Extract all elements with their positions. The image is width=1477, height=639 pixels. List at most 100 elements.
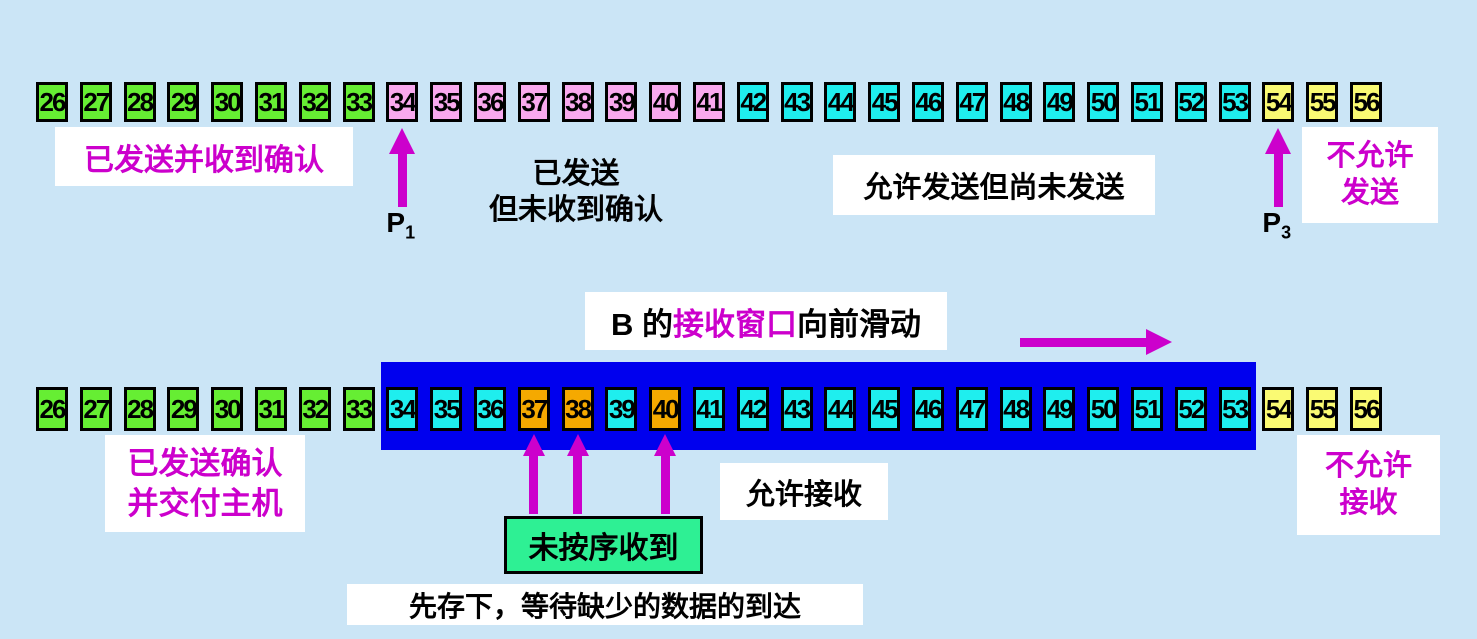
seq-box-35: 35 [430,387,463,431]
label-sent-and-acked-text: 已发送并收到确认 [84,143,324,177]
seq-box-27: 27 [79,387,112,431]
seq-box-27: 27 [79,82,112,122]
seq-box-34: 34 [386,387,419,431]
seq-box-32: 32 [298,82,331,122]
seq-box-32: 32 [298,387,331,431]
caption-highlight: 接收窗口 [673,306,797,342]
pointer-p1-arrow-icon [389,128,416,207]
label-sent-unacked-line2: 但未收到确认 [488,194,663,226]
label-window-slides-forward: B 的接收窗口向前滑动 [585,292,947,350]
label-sent-and-acked: 已发送并收到确认 [55,127,353,186]
seq-box-46: 46 [912,387,944,431]
label-usable-window: 允许发送但尚未发送 [833,155,1155,215]
seq-box-50: 50 [1087,82,1120,122]
seq-box-44: 44 [824,82,857,122]
seq-box-41: 41 [693,387,725,431]
seq-box-28: 28 [123,387,156,431]
seq-box-45: 45 [868,82,901,122]
arrow-stem [1273,154,1283,207]
seq-box-35: 35 [430,82,463,122]
seq-box-38: 38 [561,387,594,431]
out-of-order-arrow-icon-38 [566,434,589,514]
caption-suffix: 向前滑动 [797,306,921,342]
label-sent-unacked: 已发送 但未收到确认 [480,156,672,228]
arrow-head [1265,128,1292,154]
seq-box-36: 36 [474,82,506,122]
out-of-order-arrow-icon-37 [522,434,545,514]
seq-box-29: 29 [167,387,200,431]
seq-box-51: 51 [1131,82,1163,122]
seq-box-53: 53 [1218,387,1251,431]
pointer-p3-label: P3 [1262,207,1292,243]
out-of-order-arrow-icon-40 [654,434,677,514]
seq-box-26: 26 [36,387,68,431]
seq-box-51: 51 [1131,387,1163,431]
seq-box-55: 55 [1306,82,1339,122]
seq-box-39: 39 [605,82,638,122]
seq-box-42: 42 [736,387,769,431]
seq-box-31: 31 [255,82,287,122]
label-store-and-wait-note: 先存下，等待缺少的数据的到达 [347,584,863,625]
seq-box-36: 36 [474,387,506,431]
label-receive-not-allowed-line2: 接收 [1339,487,1398,519]
seq-box-49: 49 [1043,82,1076,122]
seq-box-38: 38 [561,82,594,122]
label-out-of-order-text: 未按序收到 [528,532,679,565]
label-sent-unacked-line1: 已发送 [532,158,620,190]
seq-box-54: 54 [1262,387,1295,431]
label-receive-not-allowed-line1: 不允许 [1324,450,1412,482]
label-acked-delivered: 已发送确认 并交付主机 [105,435,305,532]
label-store-and-wait-text: 先存下，等待缺少的数据的到达 [408,590,801,622]
label-receive-not-allowed: 不允许 接收 [1297,435,1440,535]
seq-box-56: 56 [1350,387,1382,431]
seq-box-29: 29 [167,82,200,122]
label-usable-window-text: 允许发送但尚未发送 [863,172,1125,204]
seq-box-40: 40 [649,82,682,122]
seq-box-54: 54 [1262,82,1295,122]
arrow-stem [397,154,407,207]
seq-box-43: 43 [780,387,813,431]
label-send-not-allowed-line1: 不允许 [1326,140,1414,172]
label-send-not-allowed-line2: 发送 [1340,177,1399,209]
seq-box-47: 47 [955,82,988,122]
seq-box-46: 46 [912,82,944,122]
pointer-p1-label: P1 [386,207,416,243]
seq-box-39: 39 [605,387,638,431]
seq-box-52: 52 [1174,82,1207,122]
caption-prefix: B 的 [611,306,673,342]
seq-box-52: 52 [1174,387,1207,431]
label-out-of-order-box: 未按序收到 [504,516,703,574]
label-acked-delivered-line1: 已发送确认 [127,445,283,481]
seq-box-44: 44 [824,387,857,431]
seq-box-28: 28 [123,82,156,122]
seq-box-48: 48 [999,387,1032,431]
seq-box-30: 30 [211,387,244,431]
seq-box-37: 37 [517,387,550,431]
seq-box-37: 37 [517,82,550,122]
seq-box-49: 49 [1043,387,1076,431]
label-send-not-allowed: 不允许 发送 [1302,127,1438,223]
label-acked-delivered-line2: 并交付主机 [127,485,283,521]
seq-box-50: 50 [1087,387,1120,431]
seq-box-42: 42 [736,82,769,122]
seq-box-47: 47 [955,387,988,431]
seq-box-53: 53 [1218,82,1251,122]
seq-box-26: 26 [36,82,68,122]
seq-box-56: 56 [1350,82,1382,122]
pointer-p3-arrow-icon [1265,128,1292,207]
seq-box-45: 45 [868,387,901,431]
seq-box-33: 33 [342,82,375,122]
seq-box-41: 41 [693,82,725,122]
seq-box-34: 34 [386,82,419,122]
seq-box-48: 48 [999,82,1032,122]
seq-box-30: 30 [211,82,244,122]
seq-box-40: 40 [649,387,682,431]
seq-box-55: 55 [1306,387,1339,431]
slide-direction-arrow-icon [1020,329,1172,356]
arrow-head [389,128,416,154]
label-receive-allowed-text: 允许接收 [745,478,862,511]
label-receive-allowed: 允许接收 [720,463,888,520]
seq-box-33: 33 [342,387,375,431]
seq-box-31: 31 [255,387,287,431]
